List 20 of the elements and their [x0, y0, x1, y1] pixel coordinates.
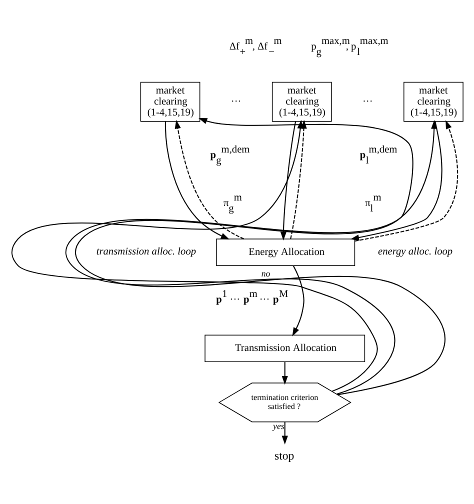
arrow — [280, 121, 296, 240]
arrow — [292, 266, 304, 336]
arrow — [281, 422, 288, 444]
label: energy alloc. loop — [378, 246, 452, 258]
arrow — [354, 120, 458, 242]
edge-label: no — [260, 268, 270, 279]
label: ··· — [362, 96, 372, 108]
arrow — [350, 121, 442, 241]
node-box: Transmission Allocation — [204, 334, 365, 362]
arrow — [281, 362, 288, 385]
node-box: Energy Allocation — [216, 238, 355, 266]
edge-label: yes — [272, 421, 284, 431]
arrow — [164, 121, 230, 240]
node-box: market clearing (1-4,15,19) — [403, 82, 463, 122]
label: transmission alloc. loop — [96, 246, 196, 258]
label: ··· — [230, 96, 241, 108]
node-text: stop — [274, 448, 294, 462]
node-box: market clearing (1-4,15,19) — [140, 82, 200, 122]
node-box: market clearing (1-4,15,19) — [271, 82, 332, 122]
arrow — [174, 120, 244, 240]
